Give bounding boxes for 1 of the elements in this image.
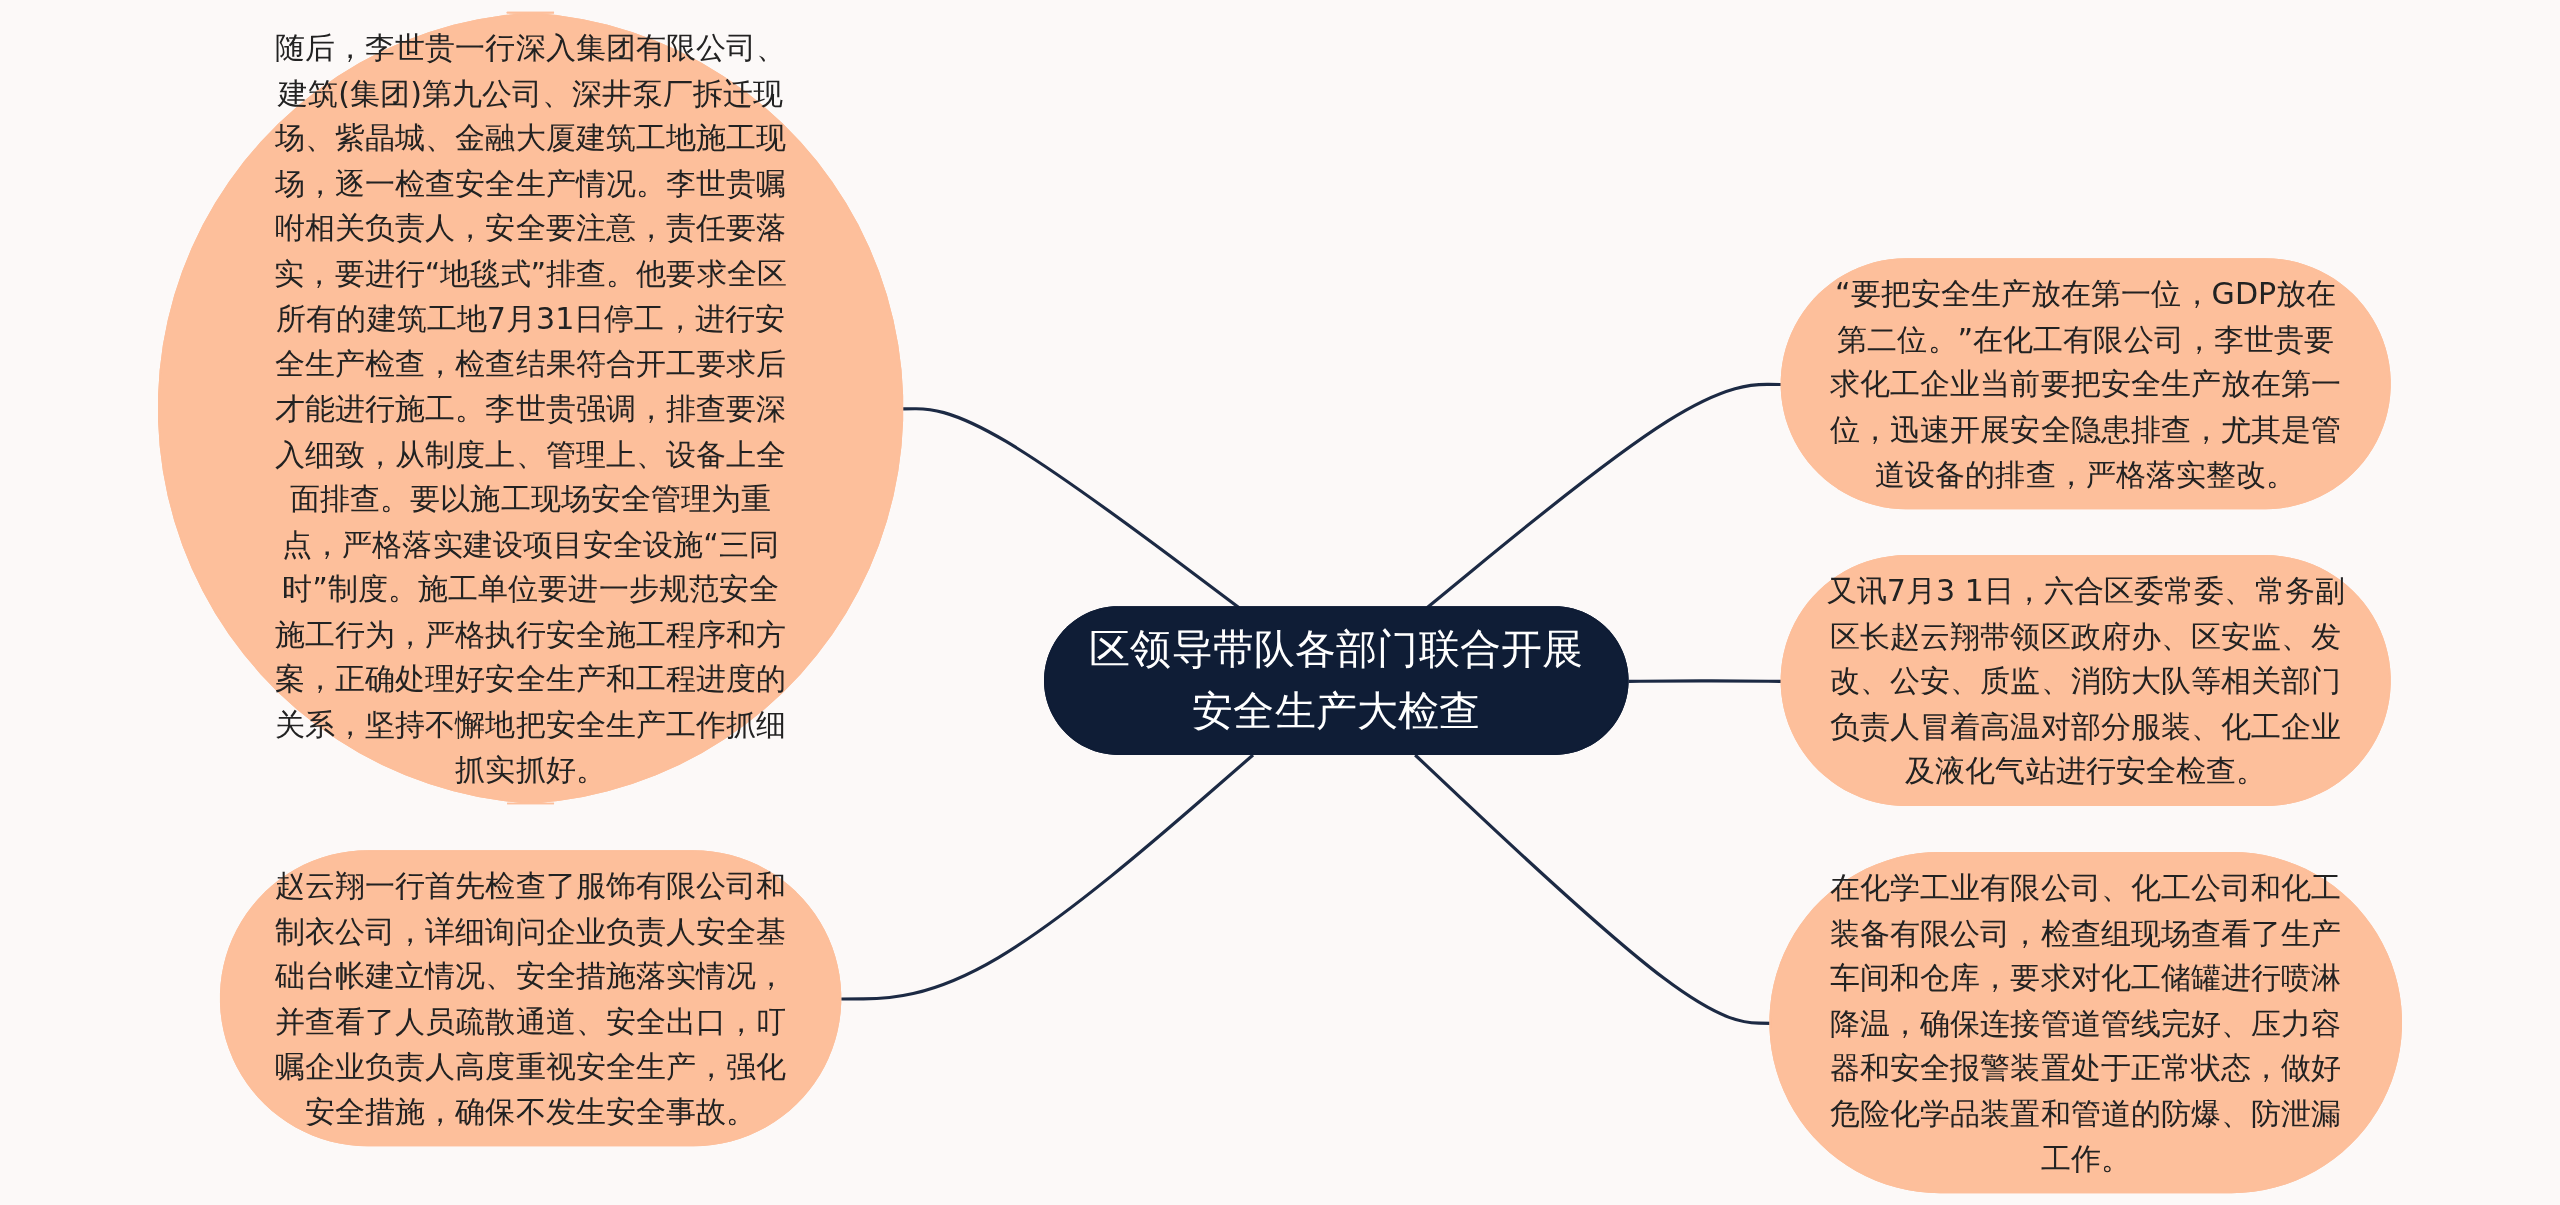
connector bbox=[841, 753, 1255, 1001]
